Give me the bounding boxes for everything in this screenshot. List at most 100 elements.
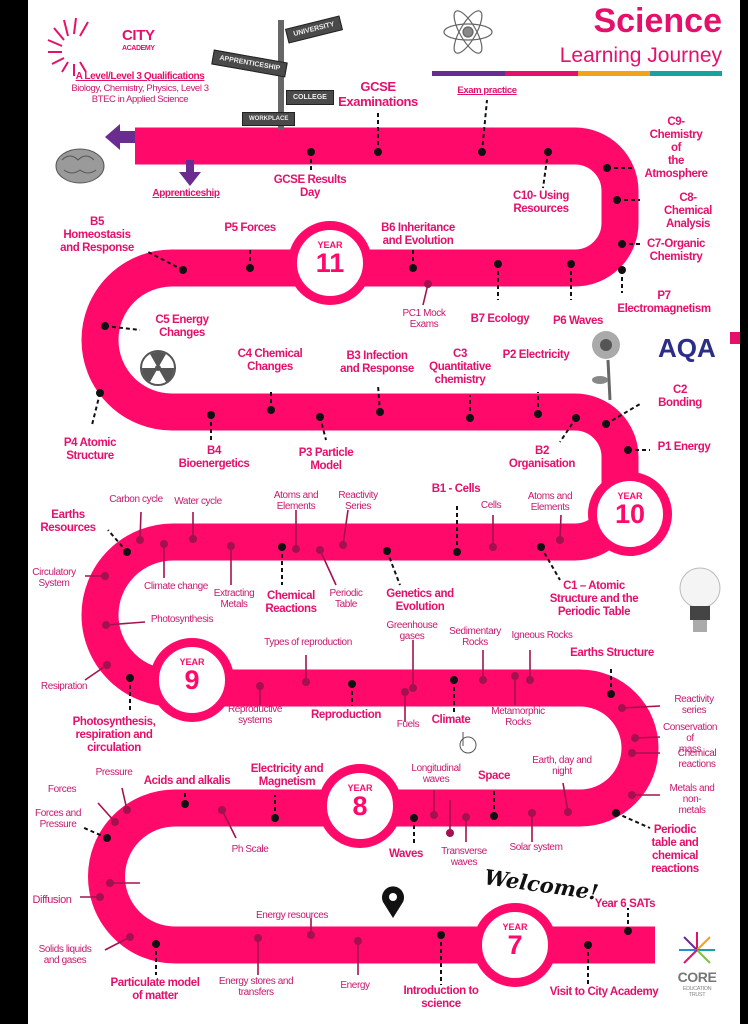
topic-p3: P3 Particle Model	[298, 447, 354, 472]
milestone-dot	[354, 937, 362, 945]
topic-longitudinal-waves: Longitudinal waves	[411, 763, 461, 786]
topic-extracting-metals: Extracting Metals	[213, 588, 255, 611]
topic-genetics-evolution: Genetics and Evolution	[386, 588, 454, 613]
topic-reactivity-series-8: Reactivity series	[674, 694, 714, 717]
milestone-dot	[494, 260, 502, 268]
topic-climate: Climate	[431, 714, 471, 726]
topic-fuels: Fuels	[396, 719, 420, 730]
milestone-dot	[189, 535, 197, 543]
topic-ph-scale: Ph Scale	[231, 844, 269, 855]
topic-c3: C3 Quantitative chemistry	[429, 348, 491, 386]
topic-atoms-elements-9: Atoms and Elements	[273, 490, 319, 513]
topic-diffusion: Diffusion	[32, 894, 72, 906]
milestone-dot	[106, 879, 114, 887]
milestone-dot	[607, 690, 615, 698]
milestone-dot	[602, 420, 610, 428]
topic-waves: Waves	[388, 848, 424, 860]
milestone-dot	[556, 536, 564, 544]
topic-c2: C2 Bonding	[658, 384, 702, 409]
leader-line	[104, 325, 141, 331]
page-title: Science	[593, 2, 722, 40]
topic-forces-pressure: Forces and Pressure	[34, 808, 82, 831]
color-bar-segment	[578, 71, 650, 76]
topic-energy-resources: Energy resources	[256, 910, 328, 921]
milestone-dot	[302, 678, 310, 686]
topic-types-reproduction: Types of reproduction	[264, 637, 352, 648]
color-bar-segment	[650, 71, 722, 76]
topic-circulatory: Circulatory System	[32, 567, 76, 590]
milestone-dot	[96, 893, 104, 901]
milestone-dot	[348, 680, 356, 688]
leader-line	[97, 802, 116, 823]
topic-conservation-mass: Conservation of mass	[662, 722, 718, 756]
milestone-dot	[424, 280, 432, 288]
aqa-logo: AQA	[658, 333, 716, 363]
radiation-icon	[140, 350, 176, 386]
aqa-mark-icon	[730, 332, 740, 344]
leader-line	[559, 417, 577, 443]
thermometer-icon	[459, 732, 477, 754]
leader-line	[615, 812, 651, 829]
milestone-dot	[446, 829, 454, 837]
milestone-dot	[123, 806, 131, 814]
milestone-dot	[126, 674, 134, 682]
milestone-dot	[624, 446, 632, 454]
page-subtitle: Learning Journey	[559, 44, 722, 67]
leader-line	[81, 826, 108, 839]
topic-energy-stores: Energy stores and transfers	[218, 976, 294, 999]
milestone-dot	[628, 791, 636, 799]
milestone-dot	[307, 148, 315, 156]
topic-b5: B5 Homeostasis and Response	[60, 216, 134, 254]
topic-c5: C5 Energy Changes	[155, 314, 209, 339]
milestone-dot	[383, 547, 391, 555]
milestone-dot	[218, 806, 226, 814]
leader-line	[634, 736, 661, 739]
milestone-dot	[292, 545, 300, 553]
milestone-dot	[544, 148, 552, 156]
left-arrow-icon	[105, 124, 135, 150]
milestone-dot	[618, 240, 626, 248]
milestone-dot	[462, 813, 470, 821]
apprenticeship-link[interactable]: Apprenticeship	[152, 188, 220, 199]
milestone-dot	[101, 322, 109, 330]
milestone-dot	[409, 684, 417, 692]
milestone-dot	[612, 809, 620, 817]
milestone-dot	[207, 411, 215, 419]
milestone-dot	[278, 543, 286, 551]
topic-sedimentary-rocks: Sedimentary Rocks	[449, 626, 501, 649]
milestone-dot	[631, 734, 639, 742]
milestone-dot	[160, 540, 168, 548]
milestone-dot	[613, 196, 621, 204]
color-bar-segment	[505, 71, 578, 76]
topic-climate-change: Climate change	[144, 581, 208, 592]
exam-practice-link[interactable]: Exam practice	[457, 85, 517, 96]
atom-icon	[443, 10, 493, 54]
milestone-dot	[316, 413, 324, 421]
milestone-dot	[478, 148, 486, 156]
milestone-dot	[96, 389, 104, 397]
qualifications-title[interactable]: A Level/Level 3 Qualifications	[75, 71, 205, 82]
milestone-dot	[256, 682, 264, 690]
leader-line	[386, 550, 401, 586]
topic-carbon-cycle: Carbon cycle	[109, 494, 163, 505]
leader-line	[377, 384, 381, 413]
topic-year6-sats: Year 6 SATs	[594, 898, 656, 910]
milestone-dot	[376, 408, 384, 416]
leader-line	[319, 549, 337, 586]
milestone-dot	[181, 800, 189, 808]
sign-workplace: WORKPLACE	[242, 112, 296, 126]
leader-line	[104, 936, 131, 951]
leader-line	[221, 809, 237, 839]
milestone-dot	[102, 621, 110, 629]
milestone-dot	[437, 931, 445, 939]
topic-acids-alkalis: Acids and alkalis	[143, 775, 231, 787]
milestone-dot	[479, 676, 487, 684]
milestone-dot	[103, 834, 111, 842]
milestone-dot	[430, 811, 438, 819]
milestone-dot	[136, 536, 144, 544]
topic-visit-city-academy: Visit to City Academy	[549, 986, 659, 998]
milestone-dot	[227, 542, 235, 550]
topic-electricity-magnetism: Electricity and Magnetism	[250, 763, 324, 788]
